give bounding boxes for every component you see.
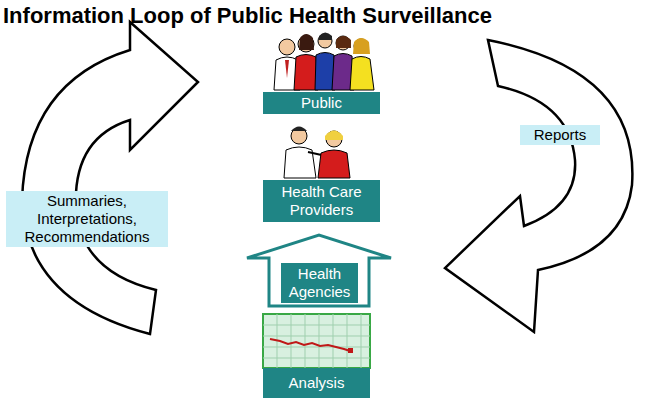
node-text: Health Care Providers [267,183,376,219]
arrow-label: Reports [520,125,600,145]
arrow-label: Summaries, Interpretations, Recommendati… [6,191,168,247]
node-label-box: Analysis [263,368,370,398]
loop-arrow [22,22,198,334]
node-text: Public [267,94,376,112]
node-label-box: Health Care Providers [263,180,380,222]
node-label-box: Public [263,92,380,114]
node-text: Analysis [267,374,366,392]
diagram-title: Information Loop of Public Health Survei… [3,3,492,29]
node-label-box: Health Agencies [281,263,358,303]
label-text: Reports [524,126,596,144]
node-text: Health Agencies [285,265,354,301]
loop-arrow [445,40,632,332]
doctor-patient-figure [284,127,350,179]
people-figure [274,33,374,91]
label-text: Summaries, Interpretations, Recommendati… [10,192,164,246]
line-chart [263,314,370,368]
agency-arrow-node: Health Agencies [245,232,393,308]
